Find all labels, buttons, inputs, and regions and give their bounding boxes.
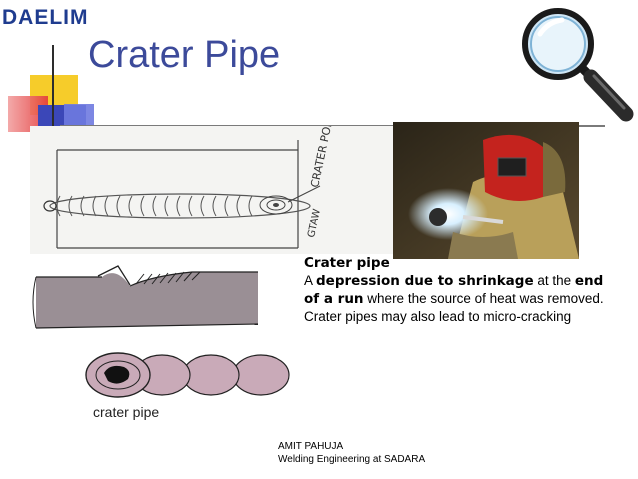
decor-vertical-line	[52, 45, 54, 135]
description-block: Crater pipe A depression due to shrinkag…	[304, 254, 614, 326]
company-logo: DAELIM	[2, 6, 89, 29]
weld-bead-sketch: CRATER POROCITY GTAW	[30, 126, 395, 254]
desc-highlight-end-of-run: end of a run	[304, 273, 604, 307]
desc-part-e: where the source of heat was removed. Cr…	[304, 291, 604, 324]
slide-footer: AMIT PAHUJA Welding Engineering at SADAR…	[278, 440, 425, 466]
welder-photo	[393, 122, 579, 259]
magnifier-icon	[522, 8, 634, 122]
crater-pipe-caption: crater pipe	[93, 404, 160, 420]
desc-highlight-depression: depression due to shrinkage	[316, 273, 534, 289]
description-paragraph: A depression due to shrinkage at the end…	[304, 272, 614, 326]
crater-cross-section-diagram	[32, 265, 259, 329]
description-heading: Crater pipe	[304, 255, 390, 271]
footer-author: AMIT PAHUJA	[278, 441, 344, 452]
desc-part-a: A	[304, 273, 317, 288]
crater-pipe-bead-illustration	[85, 352, 290, 398]
slide-title: Crater Pipe	[88, 34, 281, 76]
footer-affiliation: Welding Engineering at SADARA	[278, 454, 426, 465]
desc-part-c: at the	[533, 273, 575, 288]
